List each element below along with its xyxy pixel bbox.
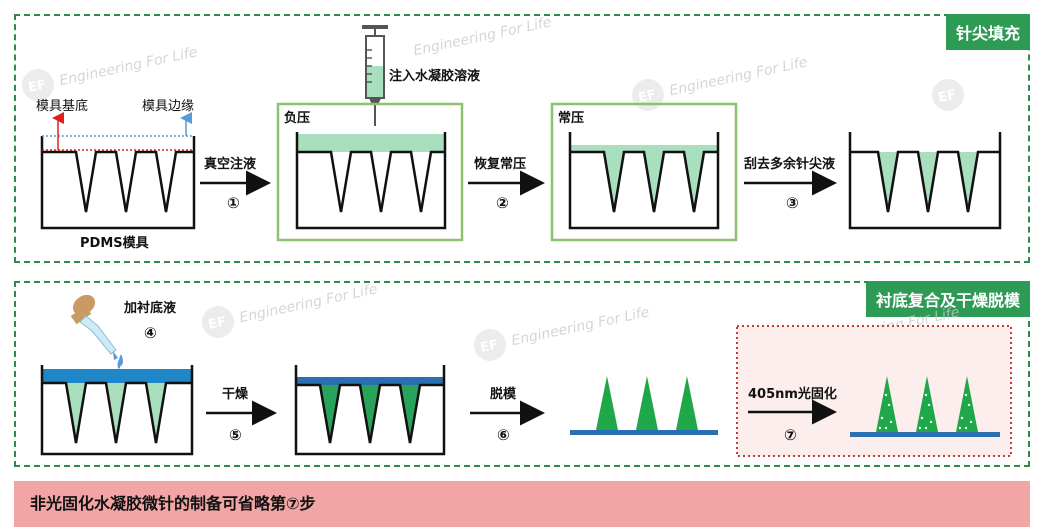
svg-text:Engineering For Life: Engineering For Life xyxy=(238,281,379,326)
dropper-number: ④ xyxy=(144,324,157,342)
mold-dried xyxy=(294,365,446,456)
mold-tips-filled xyxy=(848,132,1002,230)
svg-text:EF: EF xyxy=(207,315,227,333)
svg-text:Engineering For Life: Engineering For Life xyxy=(510,304,651,349)
step-2-label: 恢复常压 xyxy=(474,156,526,172)
step-1-label: 真空注液 xyxy=(204,156,256,172)
mold-base-label: 模具基底 xyxy=(36,98,88,114)
step-3-number: ③ xyxy=(786,194,799,212)
watermark-logo: EF Engineering For Life xyxy=(474,304,651,361)
step-5-label: 干燥 xyxy=(222,386,249,402)
step-5-number: ⑤ xyxy=(229,426,242,444)
watermark-logo: EF xyxy=(932,79,964,111)
svg-text:Engineering For Life: Engineering For Life xyxy=(58,44,199,89)
negative-pressure-label: 负压 xyxy=(284,110,310,126)
mold-with-substrate xyxy=(40,365,194,456)
cured-microneedles xyxy=(850,376,1000,437)
step-1-number: ① xyxy=(227,194,240,212)
syringe-label: 注入水凝胶溶液 xyxy=(389,68,480,84)
watermark-logo: EF Engineering For Life xyxy=(202,281,379,338)
watermark-logo: EF Engineering For Life xyxy=(22,44,199,101)
svg-text:EF: EF xyxy=(637,88,657,106)
svg-text:EF: EF xyxy=(479,338,499,356)
pdms-mold-label: PDMS模具 xyxy=(80,235,149,251)
step-3-label: 刮去多余针尖液 xyxy=(744,156,835,172)
demolded-microneedles xyxy=(570,376,718,435)
watermark-logo: Engineering For Life xyxy=(412,14,553,59)
normal-pressure-label: 常压 xyxy=(558,110,584,126)
mold-filling-vacuum xyxy=(295,132,447,230)
step-6-label: 脱模 xyxy=(490,386,517,402)
note-banner: 非光固化水凝胶微针的制备可省略第⑦步 xyxy=(14,481,1030,527)
syringe-icon xyxy=(362,25,388,126)
mold-edge-label: 模具边缘 xyxy=(142,99,194,114)
substrate-drying-panel: 衬底复合及干燥脱模 xyxy=(14,281,1030,467)
step-2-number: ② xyxy=(496,194,509,212)
panel-title-substrate-drying: 衬底复合及干燥脱模 xyxy=(865,281,1030,317)
step-6-number: ⑥ xyxy=(497,426,510,444)
svg-text:EF: EF xyxy=(27,78,47,96)
pdms-mold-empty xyxy=(40,112,196,230)
negative-pressure-box xyxy=(276,102,464,242)
mold-filled-normal xyxy=(568,132,720,230)
step-7-number: ⑦ xyxy=(784,426,797,444)
needle-tip-filling-panel: 针尖填充 xyxy=(14,14,1030,263)
dropper-icon xyxy=(70,294,123,369)
dropper-label: 加衬底液 xyxy=(123,300,176,316)
normal-pressure-box xyxy=(550,102,738,242)
svg-text:EF: EF xyxy=(937,88,957,106)
step-7-label: 405nm光固化 xyxy=(748,386,837,402)
svg-text:Engineering For Life: Engineering For Life xyxy=(668,54,809,99)
svg-text:Engineering For Life: Engineering For Life xyxy=(412,14,553,59)
panel-title-tip-filling: 针尖填充 xyxy=(945,14,1030,50)
